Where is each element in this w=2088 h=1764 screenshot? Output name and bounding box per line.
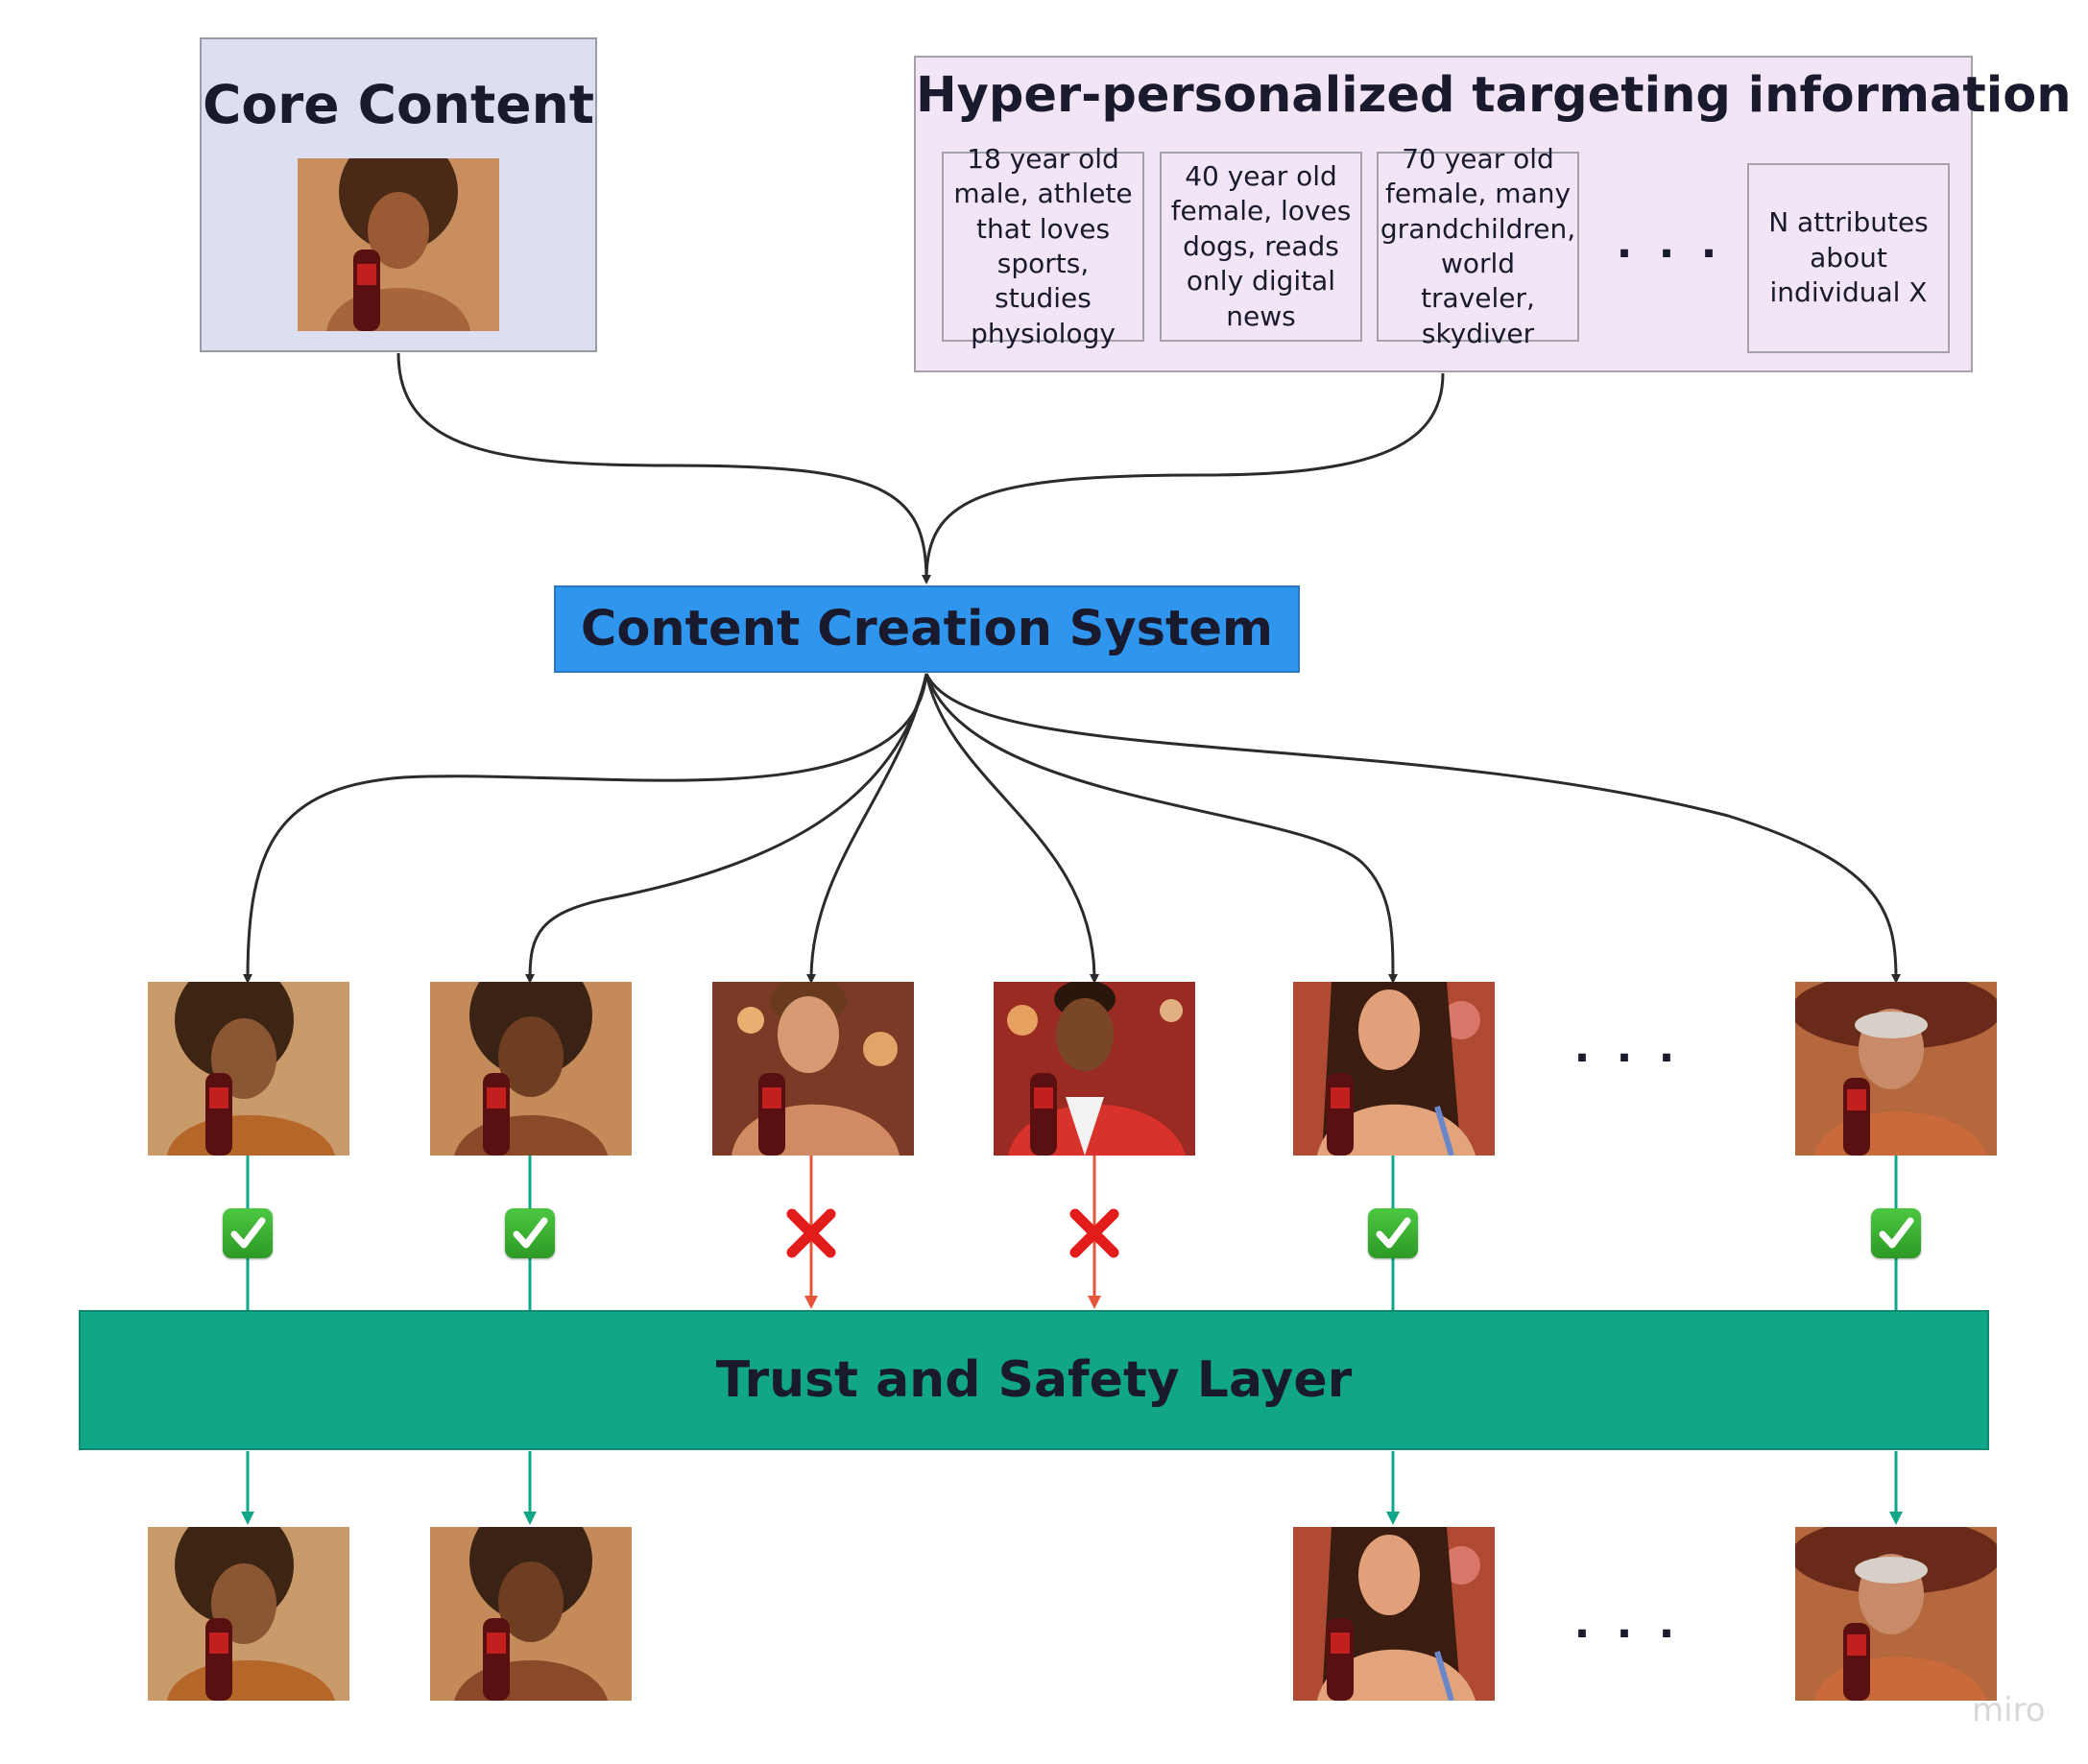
variant-image-2 [430, 982, 632, 1156]
attribute-card-1: 18 year old male, athlete that loves spo… [942, 143, 1144, 349]
check-icon [223, 1208, 273, 1258]
system-to-variant-4 [924, 673, 1099, 984]
core-to-system-line [396, 352, 931, 584]
attribute-card-3: 70 year old female, many grandchildren, … [1377, 143, 1579, 349]
output-image-1 [148, 1527, 349, 1701]
targeting-to-system-line [924, 372, 1445, 581]
output-image-6 [1795, 1527, 1997, 1701]
variant-image-1 [148, 982, 349, 1156]
core-content-box: Core Content [200, 37, 597, 352]
cross-icon [784, 1206, 838, 1260]
trust-and-safety-layer: Trust and Safety Layer [79, 1310, 1989, 1450]
attribute-card-n: N attributes about individual X [1747, 163, 1950, 353]
system-to-variant-6 [924, 673, 1901, 984]
system-to-variant-2 [525, 673, 928, 984]
targeting-info-title: Hyper-personalized targeting information [916, 67, 2072, 124]
output-image-2 [430, 1527, 632, 1701]
content-creation-system: Content Creation System [554, 585, 1300, 673]
variant-image-3 [712, 982, 914, 1156]
variants-ellipsis: . . . [1573, 1023, 1681, 1072]
system-to-variant-3 [806, 673, 928, 984]
check-icon [505, 1208, 555, 1258]
core-content-image [298, 158, 499, 331]
miro-watermark: miro [1972, 1691, 2046, 1729]
variant-image-4 [994, 982, 1195, 1156]
attribute-card-2: 40 year old female, loves dogs, reads on… [1160, 152, 1362, 342]
check-icon [1871, 1208, 1921, 1258]
output-image-5 [1293, 1527, 1495, 1701]
targeting-info-box: Hyper-personalized targeting information… [914, 56, 2072, 372]
attributes-ellipsis: . . . [1616, 219, 1723, 268]
outputs-ellipsis: . . . [1573, 1599, 1681, 1648]
check-icon [1368, 1208, 1418, 1258]
system-to-variant-1 [243, 673, 928, 984]
core-content-title: Core Content [202, 74, 595, 135]
variant-image-6 [1795, 982, 1997, 1156]
variant-image-5 [1293, 982, 1495, 1156]
system-to-variant-5 [924, 673, 1398, 984]
cross-icon [1068, 1206, 1121, 1260]
